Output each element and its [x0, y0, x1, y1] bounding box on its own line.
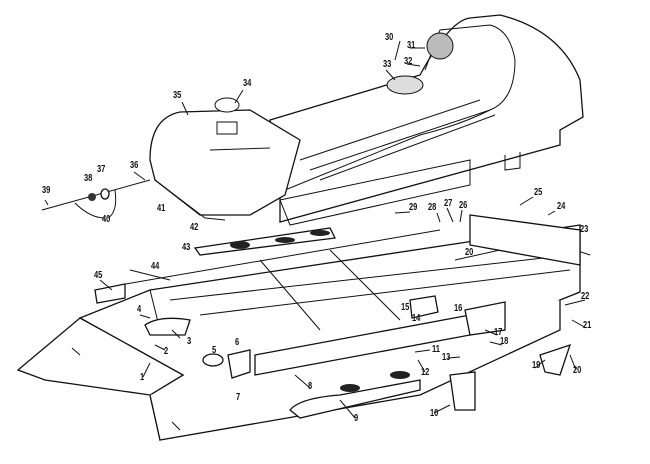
- callout-28: 28: [428, 202, 437, 213]
- callout-7: 7: [236, 392, 241, 403]
- callout-6: 6: [235, 337, 240, 348]
- callout-29: 29: [409, 202, 418, 213]
- callout-19: 19: [532, 360, 541, 371]
- callout-2: 2: [164, 346, 169, 357]
- callout-14: 14: [412, 313, 421, 324]
- callout-23: 23: [580, 224, 589, 235]
- callout-27: 27: [444, 198, 453, 209]
- callout-41: 41: [157, 203, 166, 214]
- callout-44: 44: [151, 261, 160, 272]
- callout-1: 1: [140, 372, 145, 383]
- callout-15: 15: [401, 302, 410, 313]
- callout-24: 24: [557, 201, 566, 212]
- callout-17: 17: [494, 327, 503, 338]
- callout-22: 22: [581, 291, 590, 302]
- callout-40: 40: [102, 214, 111, 225]
- callout-34: 34: [243, 78, 252, 89]
- callout-33: 33: [383, 59, 392, 70]
- callout-38: 38: [84, 173, 93, 184]
- callout-35: 35: [173, 90, 182, 101]
- callout-13: 13: [442, 352, 451, 363]
- callout-30: 30: [385, 32, 394, 43]
- callout-43: 43: [182, 242, 191, 253]
- callout-5: 5: [212, 345, 217, 356]
- callout-11: 11: [432, 344, 440, 355]
- callout-36: 36: [130, 160, 139, 171]
- callout-9: 9: [354, 413, 359, 424]
- callout-20-lower: 20: [573, 365, 582, 376]
- seat-assembly: [269, 14, 584, 226]
- callout-26: 26: [459, 200, 468, 211]
- callout-42: 42: [190, 222, 199, 233]
- callout-16: 16: [454, 303, 463, 314]
- callout-39: 39: [42, 185, 51, 196]
- callout-10: 10: [430, 408, 439, 419]
- callout-20-upper: 20: [465, 247, 474, 258]
- leader-lines: [44, 40, 587, 419]
- callout-31: 31: [407, 40, 416, 51]
- callout-32: 32: [404, 56, 413, 67]
- fuel-line-parts: [41, 179, 151, 219]
- callout-21: 21: [583, 320, 592, 331]
- callout-25: 25: [534, 187, 543, 198]
- callout-45: 45: [94, 270, 103, 281]
- callout-4: 4: [137, 304, 142, 315]
- callout-12: 12: [421, 367, 430, 378]
- chassis-tunnel: [16, 214, 591, 441]
- callout-8: 8: [308, 381, 313, 392]
- callout-3: 3: [187, 336, 192, 347]
- callout-37: 37: [97, 164, 106, 175]
- callout-18: 18: [500, 336, 509, 347]
- fuel-tank: [149, 97, 301, 221]
